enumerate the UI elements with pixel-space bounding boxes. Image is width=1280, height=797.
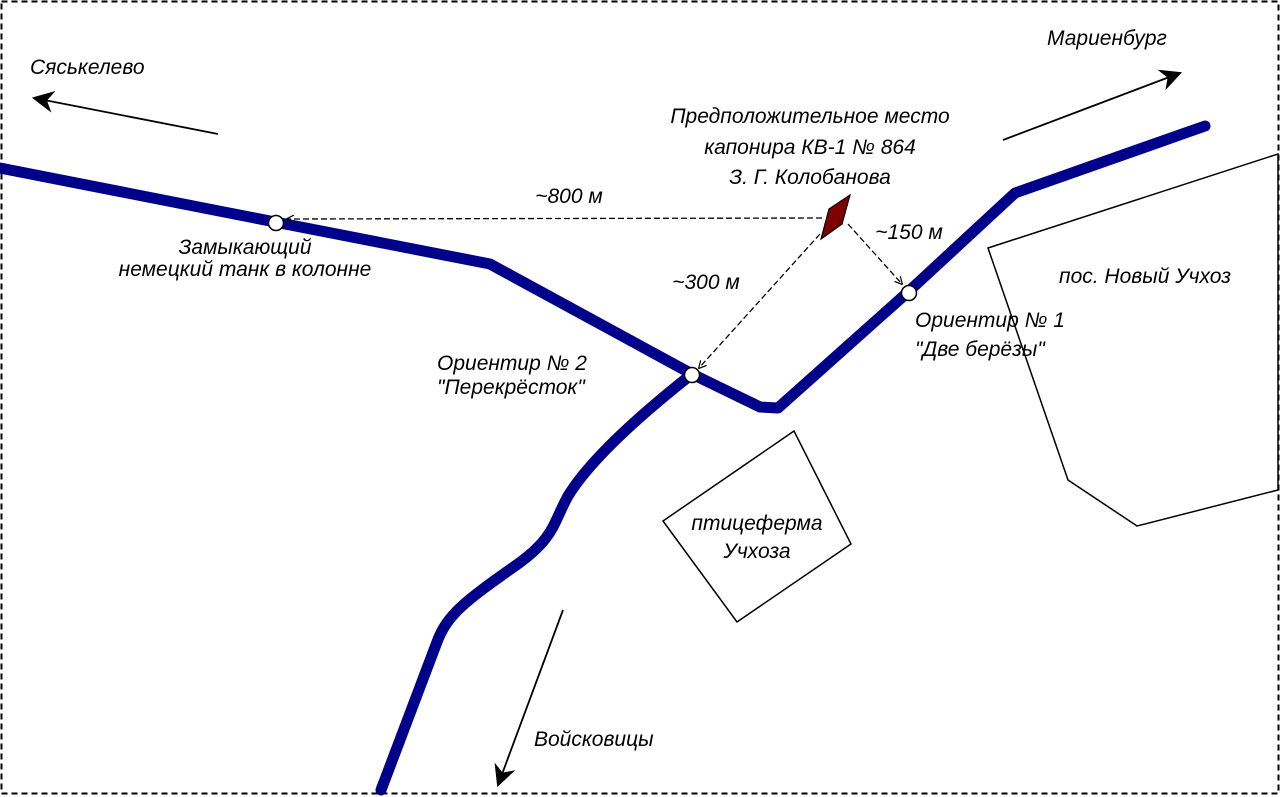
orient2-marker (683, 366, 701, 384)
road-east (902, 120, 1211, 298)
orient1-marker (900, 284, 918, 302)
label-kapanir-line1: Предположительное место (670, 105, 950, 128)
label-voyskovitsy: Войсковицы (534, 728, 654, 751)
label-tank-line2: немецкий танк в колонне (119, 258, 372, 281)
label-ptitseferma-line1: птицеферма (691, 512, 822, 535)
arrow-to-syaskelevo (31, 91, 219, 135)
distance-line-orient1 (847, 223, 902, 284)
label-distance-tank: ~800 м (535, 185, 603, 208)
label-orient1-line1: Ориентир № 1 (915, 309, 1065, 332)
label-distance-orient2: ~300 м (672, 271, 740, 294)
label-novy-uchkhoz: пос. Новый Учхоз (1059, 265, 1231, 288)
tank-marker (267, 214, 285, 232)
label-tank-line1: Замыкающий (178, 236, 311, 259)
label-marienburg: Мариенбург (1047, 27, 1167, 50)
label-kapanir-line3: З. Г. Колобанова (729, 166, 891, 189)
label-orient1-line2: "Две берёзы" (915, 338, 1046, 361)
road-south (375, 368, 698, 796)
label-orient2-line1: Ориентир № 2 (437, 352, 587, 375)
label-kapanir-line2: капонира КВ-1 № 864 (704, 136, 916, 159)
label-distance-orient1: ~150 м (875, 221, 943, 244)
kapanir-marker (819, 193, 852, 241)
distance-line-tank (287, 218, 823, 219)
label-syaskelevo: Сяськелево (30, 56, 145, 79)
arrow-to-marienburg (1002, 69, 1183, 141)
label-ptitseferma-line2: Учхоза (722, 540, 790, 563)
label-orient2-line2: "Перекрёсток" (437, 376, 586, 399)
arrow-to-voyskovitsy (494, 609, 564, 788)
distance-line-orient2 (699, 233, 821, 368)
novy-uchkhoz-area (987, 152, 1279, 527)
ptitseferma-area (661, 429, 852, 624)
